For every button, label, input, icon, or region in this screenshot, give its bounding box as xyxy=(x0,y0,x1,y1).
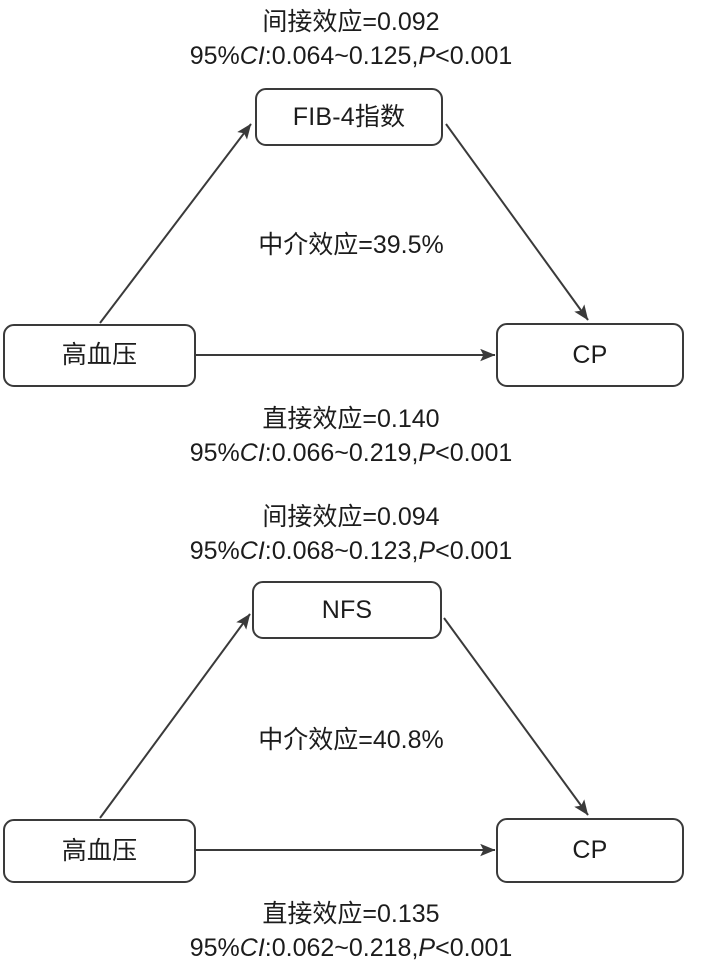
indirect-effect-block-2: 间接效应=0.094 95%CI:0.068~0.123,P<0.001 xyxy=(0,501,702,568)
p-italic: P xyxy=(418,933,436,962)
exposure-node-label-2: 高血压 xyxy=(61,836,138,865)
mediation-proportion-1: 中介效应=39.5% xyxy=(258,231,444,259)
outcome-node-label-2: CP xyxy=(572,836,608,864)
p-italic: P xyxy=(418,41,436,70)
indirect-effect-label-2: 间接效应=0.094 xyxy=(262,503,440,531)
outcome-node-label-1: CP xyxy=(572,340,608,369)
direct-effect-ci-1: 95%CI:0.066~0.219,P<0.001 xyxy=(0,437,702,471)
arrow-exposure-to-mediator-2 xyxy=(99,613,251,819)
direct-effect-label-1: 直接效应=0.140 xyxy=(262,405,440,433)
mediator-node-nfs[interactable]: NFS xyxy=(252,581,442,639)
mediator-node-label-2: NFS xyxy=(321,595,373,624)
p-value: <0.001 xyxy=(435,41,513,70)
outcome-node-cp-1[interactable]: CP xyxy=(496,323,684,387)
p-value: <0.001 xyxy=(435,438,513,467)
p-italic: P xyxy=(418,438,436,467)
arrow-mediator-to-outcome-2 xyxy=(443,617,589,816)
ci-value: :0.066~0.219, xyxy=(264,438,419,467)
arrow-mediator-to-outcome-1 xyxy=(445,123,589,321)
p-value: <0.001 xyxy=(435,933,513,962)
exposure-node-hypertension-1[interactable]: 高血压 xyxy=(3,324,196,387)
mediator-node-fib4[interactable]: FIB-4指数 xyxy=(255,88,443,146)
indirect-effect-ci-2: 95%CI:0.068~0.123,P<0.001 xyxy=(0,535,702,569)
ci-prefix: 95% xyxy=(189,438,240,467)
p-italic: P xyxy=(418,536,436,565)
ci-italic: CI xyxy=(239,438,265,467)
ci-prefix: 95% xyxy=(189,933,240,962)
indirect-effect-ci-1: 95%CI:0.064~0.125,P<0.001 xyxy=(0,40,702,74)
indirect-effect-block-1: 间接效应=0.092 95%CI:0.064~0.125,P<0.001 xyxy=(0,6,702,73)
arrow-exposure-to-mediator-1 xyxy=(99,123,252,324)
ci-italic: CI xyxy=(239,933,265,962)
indirect-effect-label-1: 间接效应=0.092 xyxy=(262,8,440,36)
ci-prefix: 95% xyxy=(189,41,240,70)
exposure-node-label-1: 高血压 xyxy=(61,341,138,369)
direct-effect-block-1: 直接效应=0.140 95%CI:0.066~0.219,P<0.001 xyxy=(0,403,702,470)
ci-value: :0.062~0.218, xyxy=(264,933,419,962)
direct-effect-ci-2: 95%CI:0.062~0.218,P<0.001 xyxy=(0,932,702,966)
direct-effect-label-2: 直接效应=0.135 xyxy=(262,900,440,928)
mediation-proportion-2: 中介效应=40.8% xyxy=(258,726,444,754)
ci-italic: CI xyxy=(239,41,265,70)
ci-italic: CI xyxy=(239,536,265,565)
outcome-node-cp-2[interactable]: CP xyxy=(496,818,684,883)
mediator-node-label-1: FIB-4指数 xyxy=(292,102,406,131)
direct-effect-block-2: 直接效应=0.135 95%CI:0.062~0.218,P<0.001 xyxy=(0,898,702,965)
ci-value: :0.068~0.123, xyxy=(264,536,419,565)
p-value: <0.001 xyxy=(435,536,513,565)
exposure-node-hypertension-2[interactable]: 高血压 xyxy=(3,819,196,883)
ci-value: :0.064~0.125, xyxy=(264,41,419,70)
ci-prefix: 95% xyxy=(189,536,240,565)
